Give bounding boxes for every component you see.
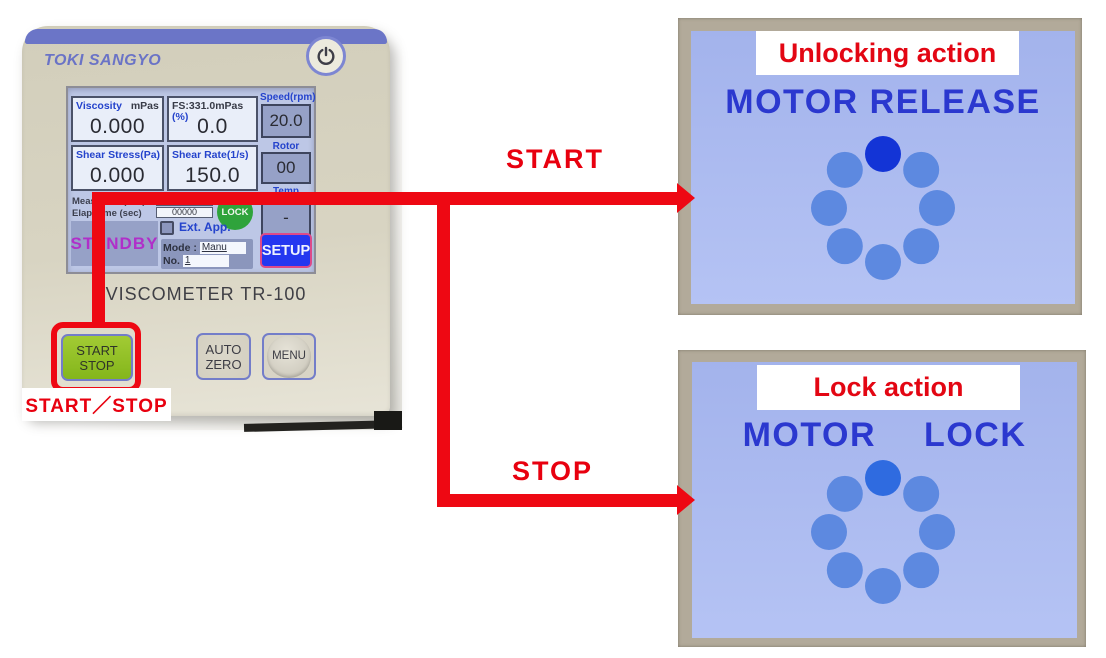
screen-photo-release: Unlocking action MOTOR RELEASE — [678, 18, 1082, 315]
device-top-band — [25, 29, 387, 44]
shear-stress-panel: Shear Stress(Pa) 0.000 — [71, 145, 164, 191]
connector-branch-vertical — [437, 192, 450, 507]
viscometer-device: TOKI SANGYO Viscosity mPas 0.000 FS:331.… — [22, 26, 390, 416]
setup-button[interactable]: SETUP — [260, 233, 312, 268]
lcd-release-screen: Unlocking action MOTOR RELEASE — [691, 31, 1075, 304]
shear-stress-label: Shear Stress(Pa) — [76, 149, 161, 161]
speed-label: Speed(rpm) — [260, 92, 316, 103]
auto-zero-button[interactable]: AUTO ZERO — [196, 333, 251, 380]
menu-button-cap: MENU — [267, 335, 311, 378]
spinner-dot — [919, 190, 955, 226]
arrowhead-stop — [677, 485, 695, 515]
shear-rate-label: Shear Rate(1/s) — [172, 149, 249, 161]
spinner-dot — [819, 220, 871, 272]
flow-label-stop: STOP — [512, 456, 594, 486]
spinner-dot — [919, 514, 955, 550]
menu-button[interactable]: MENU — [262, 333, 316, 380]
spinner-dot — [819, 468, 871, 520]
lcd-screen: Viscosity mPas 0.000 FS:331.0mPas(%) 0.0… — [68, 88, 316, 272]
spinner-dot-active — [865, 136, 901, 172]
motor-lock-word2: LOCK — [924, 416, 1027, 454]
temp-label: Temp — [260, 186, 312, 197]
shear-rate-value: 150.0 — [184, 164, 241, 187]
elap-time-label: Elap. time (sec) — [72, 208, 142, 219]
mode-panel: Mode : Manu No. 1 — [161, 239, 253, 269]
spinner — [811, 460, 955, 604]
fullscale-panel: FS:331.0mPas(%) 0.0 — [167, 96, 258, 142]
spinner-dot — [865, 568, 901, 604]
spinner — [811, 136, 955, 280]
photo-corner — [374, 411, 402, 430]
spinner-dot — [895, 220, 947, 272]
fullscale-percent-label: (%) — [172, 111, 189, 123]
ext-app-checkbox[interactable] — [160, 221, 174, 235]
motor-release-title: MOTOR RELEASE — [725, 83, 1041, 121]
no-label: No. — [163, 254, 180, 267]
connector-stop-line — [437, 494, 677, 507]
arrowhead-start — [677, 183, 695, 213]
viscosity-panel: Viscosity mPas 0.000 — [71, 96, 164, 142]
start-stop-button-line1: START — [76, 342, 118, 358]
spinner-dot — [811, 190, 847, 226]
model-label: VISCOMETER TR-100 — [105, 284, 307, 304]
shear-rate-panel: Shear Rate(1/s) 150.0 — [167, 145, 258, 191]
rotor-label: Rotor — [272, 141, 300, 152]
start-stop-button[interactable]: START STOP — [61, 334, 133, 381]
motor-lock-title: MOTOR LOCK — [692, 416, 1077, 455]
start-stop-callout: START／STOP — [22, 388, 171, 421]
auto-zero-button-line2: ZERO — [205, 356, 242, 372]
release-banner: Unlocking action — [756, 31, 1019, 75]
ext-app-label: Ext. App. — [179, 220, 231, 234]
no-field[interactable]: 1 — [182, 254, 229, 267]
mode-label: Mode : — [163, 241, 197, 254]
screen-photo-lock: Lock action MOTOR LOCK — [678, 350, 1086, 647]
lock-banner: Lock action — [757, 365, 1020, 410]
shear-stress-value: 0.000 — [89, 164, 146, 187]
power-button[interactable] — [306, 36, 346, 76]
fullscale-value: 0.0 — [197, 115, 228, 138]
status-standby: STANDBY — [71, 221, 158, 266]
lcd-lock-screen: Lock action MOTOR LOCK — [692, 362, 1077, 638]
viscosity-value: 0.000 — [89, 115, 146, 138]
spinner-dot — [819, 544, 871, 596]
rotor-value: 00 — [261, 152, 311, 184]
spinner-dot — [895, 544, 947, 596]
flow-label-start: START — [506, 144, 604, 174]
connector-vertical-from-button — [92, 198, 105, 323]
speed-value: 20.0 — [261, 104, 311, 138]
brand-logo: TOKI SANGYO — [44, 52, 162, 69]
menu-button-label: MENU — [272, 350, 306, 362]
spinner-dot — [819, 144, 871, 196]
start-stop-button-line2: STOP — [79, 357, 115, 373]
power-icon — [317, 46, 335, 65]
elap-time-value: 00000 — [156, 207, 213, 218]
spinner-dot — [865, 244, 901, 280]
spinner-dot — [895, 468, 947, 520]
viscometer-photo: TOKI SANGYO Viscosity mPas 0.000 FS:331.… — [10, 12, 403, 432]
spinner-dot — [895, 144, 947, 196]
fullscale-label: FS:331.0mPas — [172, 100, 244, 112]
spinner-dot — [811, 514, 847, 550]
auto-zero-button-line1: AUTO — [205, 341, 242, 357]
spinner-dot-active — [865, 460, 901, 496]
viscosity-unit: mPas — [130, 100, 159, 112]
viscosity-label: Viscosity — [76, 100, 122, 112]
motor-lock-word1: MOTOR — [742, 416, 877, 454]
connector-start-line — [92, 192, 677, 205]
mode-field[interactable]: Manu — [199, 241, 246, 254]
